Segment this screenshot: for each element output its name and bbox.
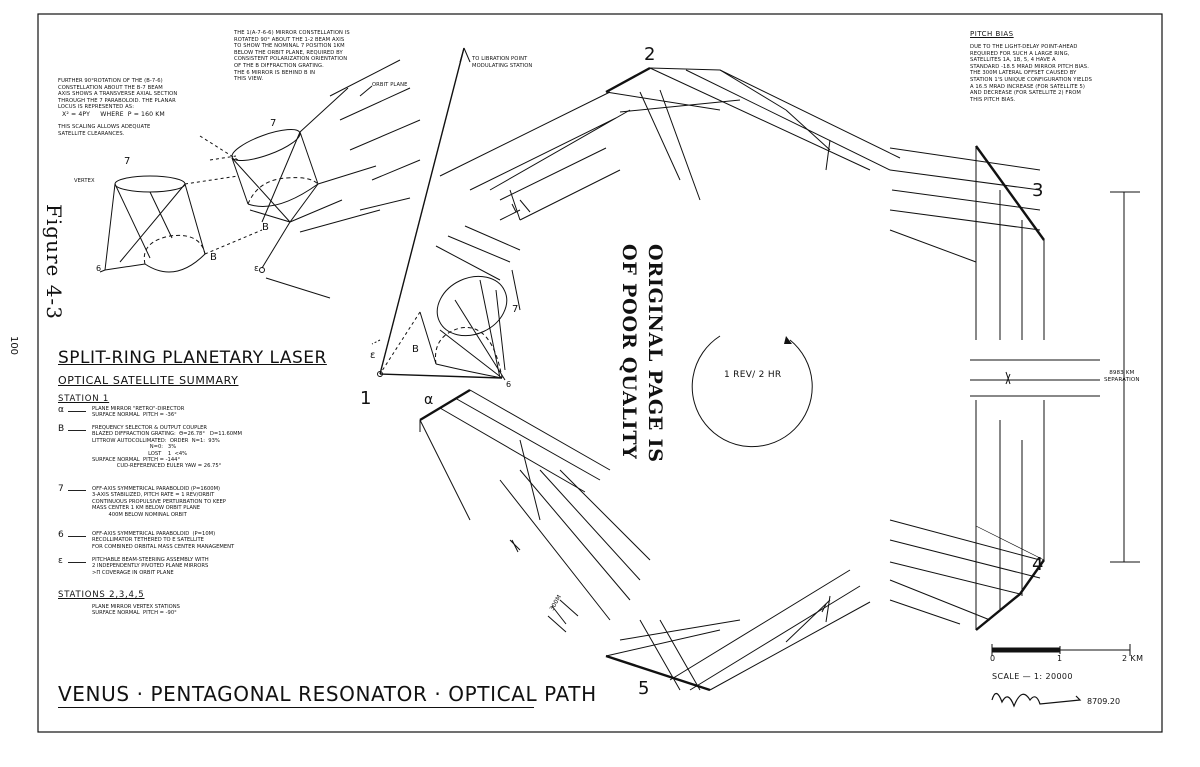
summary-text-6: OFF-AXIS SYMMETRICAL PARABOLOID (p=10m) …: [92, 531, 235, 550]
label-7-middle: 7: [270, 118, 277, 129]
ring-beams: [439, 66, 1100, 692]
vertex-label: VERTEX: [74, 178, 95, 184]
station-4-label: 4: [1032, 554, 1044, 575]
label-7-lower: 7: [512, 304, 519, 315]
label-7-left: 7: [124, 156, 131, 167]
label-6-left: 6: [96, 264, 102, 273]
rotation-left-note: FURTHER 90°ROTATION OF THE (B-7-6) CONST…: [58, 78, 178, 111]
drawing-number: 8709.20: [1087, 697, 1121, 706]
scale-ratio: SCALE — 1: 20000: [992, 672, 1073, 681]
summary-text-7: OFF-AXIS SYMMETRICAL PARABOLOID (P=1600m…: [92, 486, 226, 518]
stamp-line-1: ORIGINAL PAGE IS: [644, 244, 666, 463]
figure-label: Figure 4-3: [42, 204, 66, 320]
pitch-bias-text: DUE TO THE LIGHT-DELAY POINT-AHEAD REQUI…: [970, 44, 1093, 103]
bottom-title-underline: [58, 707, 534, 708]
center-orbit-arc: [691, 335, 813, 448]
bottom-title: VENUS · PENTAGONAL RESONATOR · OPTICAL P…: [58, 682, 597, 706]
summary-dash-6: [68, 536, 86, 537]
pitch-bias-header: PITCH BIAS: [970, 30, 1014, 38]
summary-dash-eps: [68, 562, 86, 563]
station-1-label: 1: [360, 388, 372, 409]
summary-symbol-beta: B: [58, 424, 65, 434]
summary-symbol-6: 6: [58, 530, 64, 540]
station-5-label: 5: [638, 678, 650, 699]
summary-text-alpha: PLANE MIRROR "RETRO"-DIRECTOR SURFACE NO…: [92, 406, 185, 419]
station-3-label: 3: [1032, 180, 1044, 201]
label-eps-middle: ε: [254, 264, 259, 274]
rotation-top-note: THE 1(a-7-6-6) MIRROR CONSTELLATION IS R…: [234, 30, 350, 83]
stations-2-5-header: STATIONS 2,3,4,5: [58, 590, 145, 600]
label-eps-lower: ε: [370, 350, 376, 361]
signature: [991, 692, 1082, 708]
separation-label: 8983 KM SEPARATION: [1104, 370, 1140, 383]
scale-bar: [991, 644, 1131, 656]
label-6-lower: 6: [506, 380, 512, 389]
scaling-note: THIS SCALING ALLOWS ADEQUATE SATELLITE C…: [58, 124, 151, 137]
scale-two: 2 KM: [1122, 654, 1144, 663]
equation-note: x² = 4py WHERE p = 160 KM: [62, 111, 165, 118]
summary-symbol-eps: ε: [58, 556, 63, 566]
label-beta-lower: B: [412, 344, 419, 355]
paraboloid-sketch-left: [99, 175, 263, 273]
alpha-mirror: [419, 388, 611, 521]
summary-dash-alpha: [68, 411, 86, 412]
summary-symbol-7: 7: [58, 484, 64, 494]
stations-2-5-text: PLANE MIRROR VERTEX STATIONS SURFACE NOR…: [92, 604, 180, 617]
station-1-header: STATION 1: [58, 394, 110, 404]
summary-subtitle: OPTICAL SATELLITE SUMMARY: [58, 374, 239, 387]
paraboloid-sketch-middle: [199, 59, 421, 299]
summary-text-eps: PITCHABLE BEAM-STEERING ASSEMBLY WITH 2 …: [92, 557, 209, 576]
separation-dimension: [1110, 191, 1140, 563]
center-rev-label: 1 REV/ 2 HR: [724, 370, 782, 380]
summary-dash-beta: [68, 430, 86, 431]
summary-title: SPLIT-RING PLANETARY LASER: [58, 348, 327, 368]
sheet-border: [37, 13, 1163, 733]
scale-one: 1: [1057, 654, 1063, 663]
page-number: 100: [8, 335, 20, 356]
station-1-assembly: [371, 47, 521, 381]
station-2-label: 2: [644, 44, 656, 65]
scale-zero: 0: [990, 654, 996, 663]
summary-text-beta: FREQUENCY SELECTOR & OUTPUT COUPLER BLAZ…: [92, 425, 243, 470]
libration-note: TO LIBRATION POINT MODULATING STATION: [472, 56, 533, 69]
orbit-plane-label: ORBIT PLANE: [372, 82, 408, 88]
summary-symbol-alpha: α: [58, 405, 64, 415]
label-beta-left: B: [210, 252, 217, 263]
summary-dash-7: [68, 490, 86, 491]
alpha-label: α: [424, 392, 434, 408]
label-beta-middle: B: [262, 222, 269, 233]
stamp-line-2: OF POOR QUALITY: [618, 244, 640, 460]
